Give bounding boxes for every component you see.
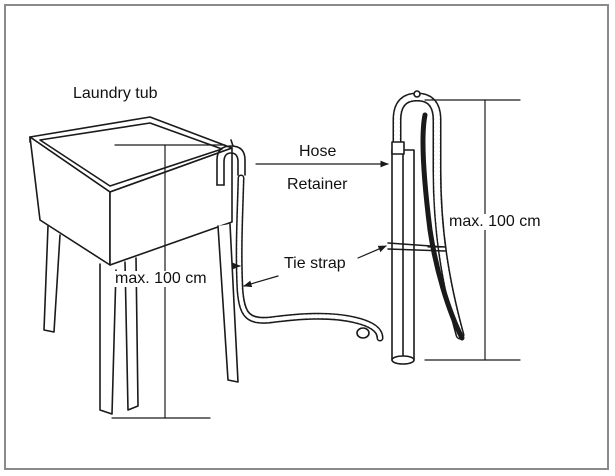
- tie-strap: [387, 242, 446, 252]
- height-dimension-right: [424, 99, 521, 361]
- tie-strap-leader-right: [357, 245, 387, 259]
- retainer-label: Retainer: [287, 176, 348, 193]
- tie-strap-label: Tie strap: [282, 255, 348, 272]
- standpipe: [391, 149, 415, 365]
- tie-strap-leader-left: [243, 275, 279, 288]
- max-height-right-label: max. 100 cm: [447, 213, 543, 230]
- max-height-left-label: max. 100 cm: [113, 270, 209, 287]
- laundry-tub-label: Laundry tub: [73, 85, 158, 102]
- laundry-tub: [29, 116, 239, 415]
- hose-label: Hose: [299, 143, 337, 160]
- hose-hook-tub: [216, 139, 246, 186]
- drain-hose-left: [235, 174, 384, 342]
- drain-hose-right: [391, 90, 465, 341]
